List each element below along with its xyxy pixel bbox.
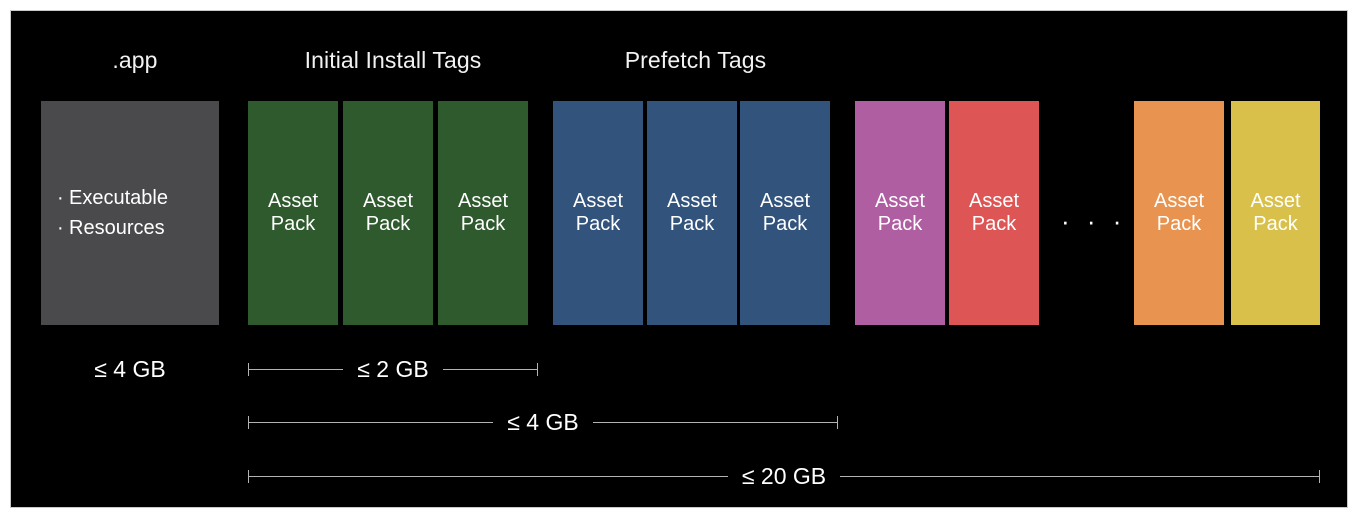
asset-pack-bar: Asset Pack	[949, 101, 1039, 325]
measure-rule-left	[248, 362, 344, 376]
asset-pack-bar: Asset Pack	[553, 101, 643, 325]
ellipsis-icon: · · ·	[1061, 206, 1127, 236]
asset-pack-label: Asset Pack	[1250, 190, 1301, 235]
size-limit-measure: ≤ 4 GB	[248, 409, 839, 435]
bullet-icon: ·	[57, 217, 64, 239]
measure-rule-left	[41, 363, 80, 376]
size-limit-label: ≤ 2 GB	[357, 356, 429, 382]
app-bundle-bullet: ·Resources	[57, 213, 168, 243]
group-header-initial-install-tags: Initial Install Tags	[304, 47, 482, 73]
app-bundle-bullet-label: Executable	[69, 187, 168, 209]
group-header-app: .app	[112, 47, 158, 73]
asset-pack-bar: Asset Pack	[740, 101, 830, 325]
asset-pack-label: Asset Pack	[666, 190, 718, 235]
bullet-icon: ·	[57, 187, 64, 209]
group-header-prefetch-tags: Prefetch Tags	[624, 47, 767, 73]
asset-pack-label: Asset Pack	[874, 190, 926, 235]
app-bundle-contents: ·Executable·Resources	[57, 183, 168, 243]
size-limit-measure: ≤ 4 GB	[41, 356, 219, 382]
asset-pack-label: Asset Pack	[968, 190, 1020, 235]
asset-pack-label: Asset Pack	[362, 190, 414, 235]
asset-pack-bar: Asset Pack	[1231, 101, 1320, 325]
measure-rule-left	[248, 415, 494, 429]
measure-rule-left	[248, 469, 728, 483]
size-limit-label: ≤ 4 GB	[507, 409, 579, 435]
asset-pack-label: Asset Pack	[572, 190, 624, 235]
asset-pack-bar: Asset Pack	[248, 101, 338, 325]
measure-rule-right	[840, 469, 1320, 483]
slide-canvas: .app Initial Install Tags Prefetch Tags …	[10, 10, 1348, 508]
app-bundle-box: ·Executable·Resources	[41, 101, 219, 325]
size-limit-label: ≤ 20 GB	[741, 463, 827, 489]
asset-pack-label: Asset Pack	[457, 190, 509, 235]
size-limit-label: ≤ 4 GB	[94, 356, 166, 382]
measure-rule-right	[592, 415, 839, 429]
size-limit-measure: ≤ 2 GB	[248, 356, 539, 382]
asset-pack-label: Asset Pack	[759, 190, 811, 235]
asset-pack-bar: Asset Pack	[855, 101, 945, 325]
asset-pack-bar: Asset Pack	[1134, 101, 1224, 325]
app-bundle-bullet: ·Executable	[57, 183, 168, 213]
app-bundle-bullet-label: Resources	[69, 217, 165, 239]
asset-pack-label: Asset Pack	[267, 190, 319, 235]
size-limit-measure: ≤ 20 GB	[248, 463, 1320, 489]
measure-rule-right	[442, 362, 539, 376]
asset-pack-bar: Asset Pack	[438, 101, 528, 325]
asset-pack-bar: Asset Pack	[647, 101, 737, 325]
asset-pack-bar: Asset Pack	[343, 101, 433, 325]
measure-rule-right	[180, 363, 219, 376]
asset-pack-label: Asset Pack	[1153, 190, 1205, 235]
